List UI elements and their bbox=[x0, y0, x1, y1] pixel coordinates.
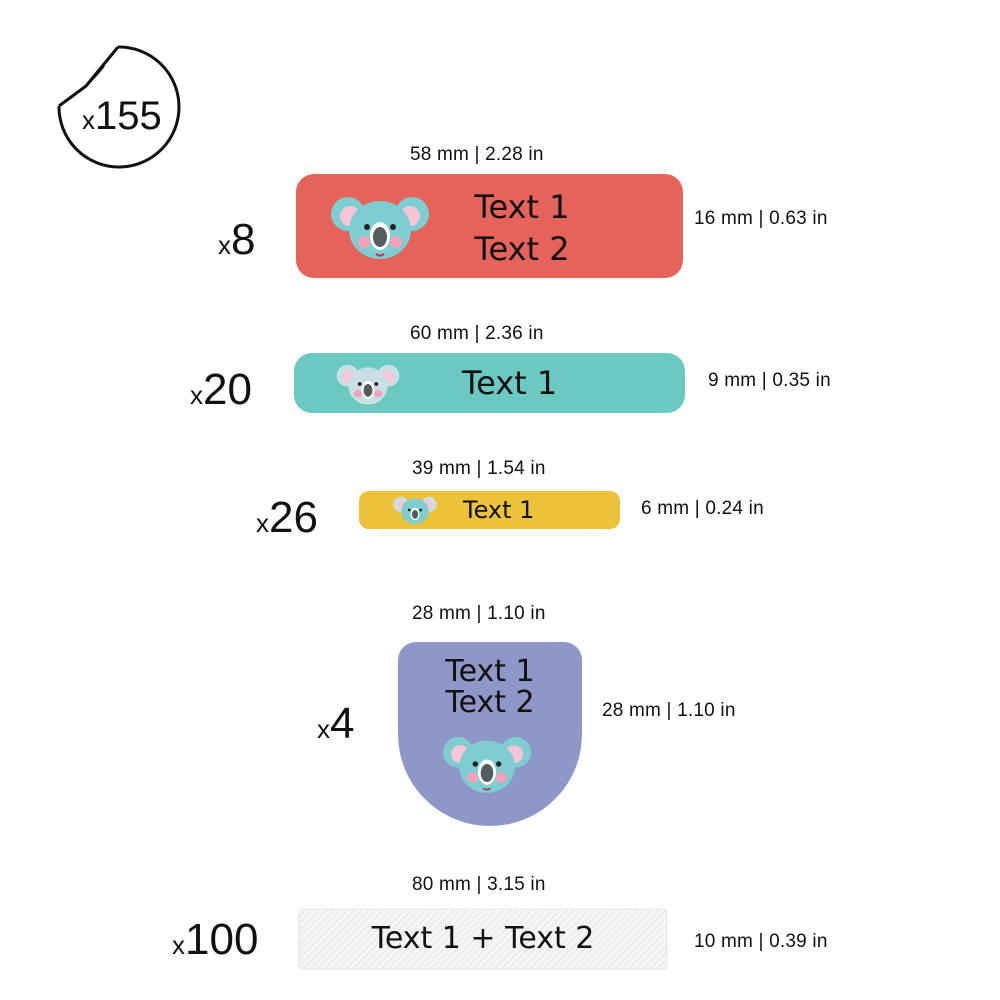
sticker-count-badge: x155 bbox=[56, 44, 184, 170]
label-3-quantity: x26 bbox=[256, 493, 318, 542]
label-2-quantity: x20 bbox=[190, 365, 252, 414]
label-1-line-2: Text 2 bbox=[474, 230, 570, 268]
label-5-line-1: Text 1 + Text 2 bbox=[371, 921, 595, 956]
label-3-width: 39 mm | 1.54 in bbox=[412, 458, 546, 479]
badge-prefix: x bbox=[82, 105, 95, 135]
peeling-sticker-icon bbox=[57, 45, 181, 169]
koala-icon bbox=[393, 494, 437, 526]
label-2-width: 60 mm | 2.36 in bbox=[410, 323, 544, 344]
badge-count: 155 bbox=[95, 94, 162, 138]
label-1-line-1: Text 1 bbox=[474, 188, 570, 226]
label-4-sticker: Text 1 Text 2 bbox=[398, 642, 582, 826]
label-4-width: 28 mm | 1.10 in bbox=[412, 603, 546, 624]
label-3-line-1: Text 1 bbox=[463, 496, 535, 524]
label-3-height: 6 mm | 0.24 in bbox=[641, 498, 764, 519]
koala-icon bbox=[442, 732, 532, 796]
label-1-sticker: Text 1 Text 2 bbox=[296, 174, 683, 278]
label-5-height: 10 mm | 0.39 in bbox=[694, 931, 828, 952]
label-1-quantity: x8 bbox=[218, 215, 256, 264]
koala-icon bbox=[330, 192, 430, 262]
label-5-width: 80 mm | 3.15 in bbox=[412, 874, 546, 895]
label-5-sticker: Text 1 + Text 2 bbox=[300, 910, 666, 968]
label-2-height: 9 mm | 0.35 in bbox=[708, 370, 831, 391]
label-4-line-2: Text 2 bbox=[445, 685, 535, 720]
label-3-sticker: Text 1 bbox=[359, 491, 620, 529]
label-2-sticker: Text 1 bbox=[294, 353, 685, 413]
label-1-width: 58 mm | 2.28 in bbox=[410, 144, 544, 165]
label-4-quantity: x4 bbox=[317, 699, 355, 748]
label-1-height: 16 mm | 0.63 in bbox=[694, 208, 828, 229]
koala-icon bbox=[336, 361, 400, 407]
label-5-quantity: x100 bbox=[172, 915, 259, 964]
label-4-line-1: Text 1 bbox=[445, 654, 535, 689]
label-4-height: 28 mm | 1.10 in bbox=[602, 700, 736, 721]
label-2-line-1: Text 1 bbox=[462, 364, 558, 402]
